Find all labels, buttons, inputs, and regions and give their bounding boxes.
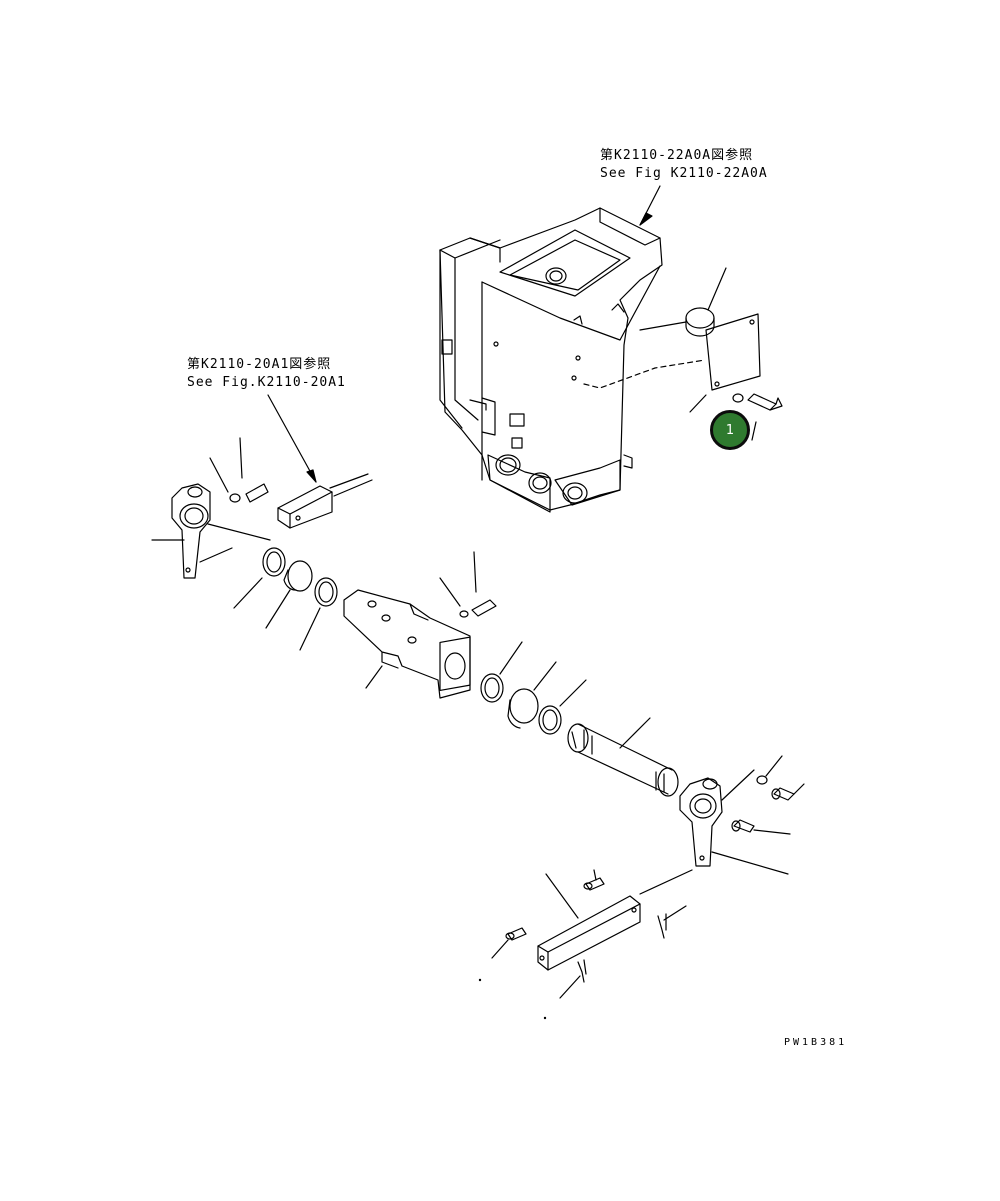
plug-cap <box>640 268 726 336</box>
cover-plate <box>690 314 760 412</box>
splined-shaft <box>568 718 678 796</box>
right-fittings <box>732 756 804 834</box>
part-callout-label: 1 <box>725 422 735 438</box>
left-lever <box>152 484 232 578</box>
upper-reference-en: See Fig K2110-22A0A <box>600 166 768 181</box>
hidden-lines <box>584 360 705 388</box>
drawing-code: PW1B381 <box>784 1037 848 1048</box>
left-bolt <box>210 438 268 502</box>
link-bar <box>538 870 692 970</box>
bushing-set-left <box>234 548 337 650</box>
upper-figure-reference: 第K2110-22A0A図参照 See Fig K2110-22A0A <box>600 147 768 183</box>
upper-reference-leader <box>640 186 660 225</box>
right-lever <box>680 770 788 874</box>
upper-reference-jp: 第K2110-22A0A図参照 <box>600 148 754 163</box>
center-bracket <box>344 590 470 698</box>
bottom-pins <box>479 870 686 1019</box>
link-rod <box>208 395 372 540</box>
bushing-set-right <box>481 642 586 734</box>
left-figure-reference: 第K2110-20A1図参照 See Fig.K2110-20A1 <box>187 356 346 392</box>
center-bolt <box>440 552 496 617</box>
cover-bolt <box>733 394 782 440</box>
left-reference-en: See Fig.K2110-20A1 <box>187 375 346 390</box>
left-reference-jp: 第K2110-20A1図参照 <box>187 357 332 372</box>
part-callout-1[interactable]: 1 <box>710 410 750 450</box>
main-bracket-housing <box>440 208 662 512</box>
